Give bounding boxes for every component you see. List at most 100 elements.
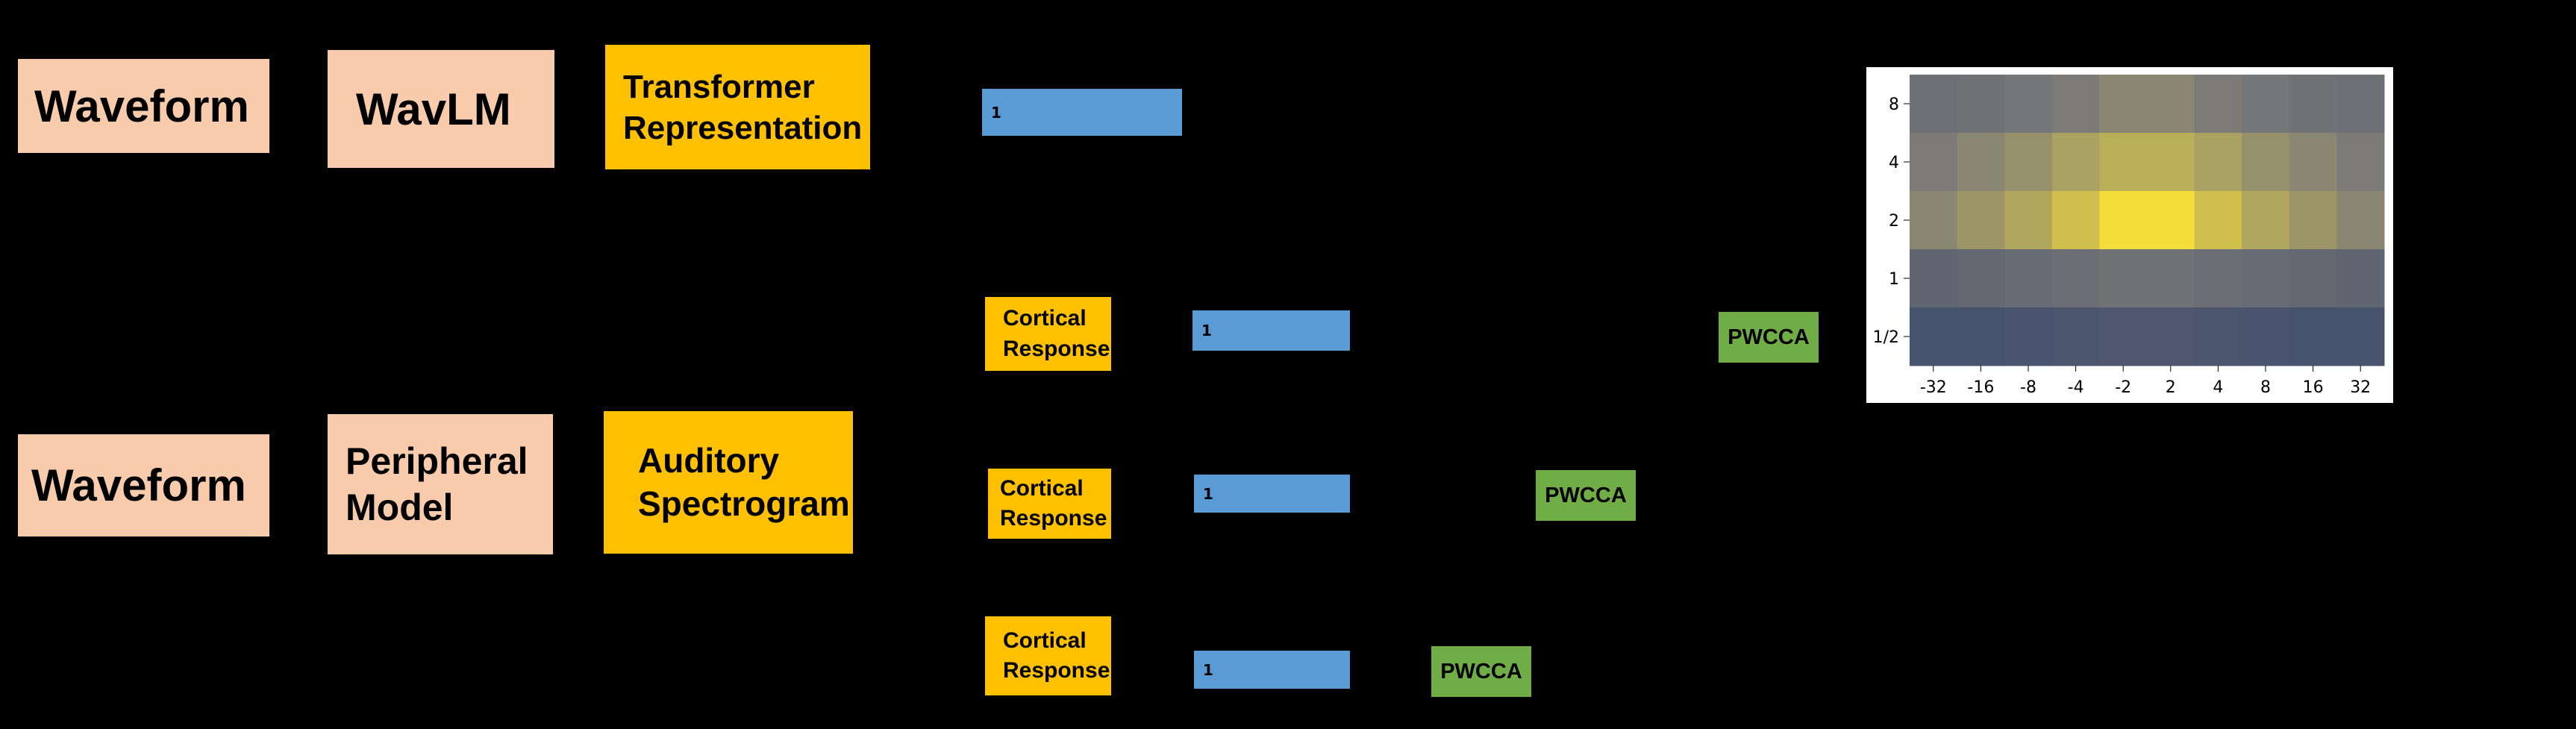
heatmap-cell <box>2147 307 2195 366</box>
heatmap-cell <box>2004 75 2053 134</box>
transformer-label-line2: Representation <box>623 109 863 146</box>
heatmap-cell <box>2336 133 2385 192</box>
heatmap-cell <box>2051 191 2100 250</box>
heatmap-cell <box>2194 133 2242 192</box>
embedding-bar-1: 1 <box>1192 310 1350 351</box>
wavlm-label: WavLM <box>356 84 511 134</box>
cortical-response-box-2: Cortical Response <box>988 469 1111 539</box>
cortical-label-1-line2: Response <box>1003 336 1110 361</box>
heatmap-cell <box>2194 75 2242 134</box>
y-tick-label: 4 <box>1889 154 1899 172</box>
heatmap-cell <box>1957 307 2005 366</box>
heatmap-cell <box>2289 249 2337 308</box>
heatmap-cell <box>1957 191 2005 250</box>
heatmap-cell <box>2004 307 2053 366</box>
heatmap-cell <box>2004 191 2053 250</box>
peripheral-model-box: Peripheral Model <box>328 414 553 554</box>
heatmap-cell <box>2289 307 2337 366</box>
embedding-bar-top-label: 1 <box>991 103 1001 122</box>
heatmap-cell <box>2289 133 2337 192</box>
y-tick-label: 8 <box>1889 96 1899 114</box>
heatmap-cell <box>1957 133 2005 192</box>
heatmap-cell <box>2242 75 2290 134</box>
heatmap-cell <box>2336 75 2385 134</box>
x-tick-label: -16 <box>1967 378 1994 397</box>
heatmap-cell <box>1910 75 1958 134</box>
waveform-box-bottom: Waveform <box>18 434 269 536</box>
peripheral-label-line1: Peripheral <box>346 439 528 482</box>
x-tick-label: 8 <box>2260 378 2271 397</box>
heatmap-cell <box>2099 191 2148 250</box>
heatmap-cell <box>2242 307 2290 366</box>
heatmap-cell <box>2242 191 2290 250</box>
heatmap-cell <box>2289 191 2337 250</box>
waveform-box-top: Waveform <box>18 59 269 153</box>
cortical-response-box-3: Cortical Response <box>985 616 1111 695</box>
heatmap-cell <box>1957 249 2005 308</box>
pwcca-label-1: PWCCA <box>1728 325 1810 349</box>
heatmap-cell <box>2099 307 2148 366</box>
x-tick-label: -4 <box>2068 378 2084 397</box>
peripheral-label-line2: Model <box>346 486 454 528</box>
transformer-label-line1: Transformer <box>623 68 815 105</box>
heatmap-cell <box>2336 307 2385 366</box>
heatmap-cell <box>2051 249 2100 308</box>
heatmap-cell <box>2194 191 2242 250</box>
transformer-representation-box: Transformer Representation <box>605 45 870 169</box>
heatmap-cell <box>2099 133 2148 192</box>
wavlm-box: WavLM <box>328 50 554 168</box>
heatmap-cell <box>2051 307 2100 366</box>
heatmap-cell <box>2099 75 2148 134</box>
heatmap-cell <box>1910 133 1958 192</box>
y-tick-label: 1/2 <box>1873 328 1899 347</box>
heatmap-cell <box>1910 191 1958 250</box>
cortical-label-3-line2: Response <box>1003 658 1110 683</box>
waveform-label-top: Waveform <box>34 81 249 131</box>
x-tick-label: -8 <box>2020 378 2036 397</box>
heatmap-cell <box>2147 133 2195 192</box>
embedding-bar-3: 1 <box>1194 651 1350 689</box>
heatmap-cell <box>2004 249 2053 308</box>
heatmap-cell <box>2242 249 2290 308</box>
heatmap-cell <box>2194 249 2242 308</box>
embedding-bar-2: 1 <box>1194 475 1350 513</box>
heatmap-cell <box>2194 307 2242 366</box>
heatmap-cell <box>2147 75 2195 134</box>
pwcca-box-2: PWCCA <box>1536 470 1636 521</box>
heatmap-cell <box>2099 249 2148 308</box>
heatmap-cell <box>2051 75 2100 134</box>
embedding-bar-1-label: 1 <box>1201 322 1212 340</box>
y-tick-label: 1 <box>1889 270 1899 289</box>
waveform-label-bottom: Waveform <box>31 460 246 510</box>
heatmap-cell <box>1910 249 1958 308</box>
cortical-label-2-line2: Response <box>1000 506 1107 531</box>
embedding-bar-3-label: 1 <box>1203 660 1213 679</box>
heatmap-cell <box>1957 75 2005 134</box>
cortical-label-2-line1: Cortical <box>1000 475 1084 501</box>
cortical-label-3-line1: Cortical <box>1003 628 1087 653</box>
heatmap-cell <box>2051 133 2100 192</box>
spectrogram-label-line1: Auditory <box>638 441 780 480</box>
pwcca-label-3: PWCCA <box>1440 659 1522 683</box>
heatmap-cell <box>2147 191 2195 250</box>
embedding-bar-top: 1 <box>982 89 1182 136</box>
auditory-spectrogram-box: Auditory Spectrogram <box>604 411 853 554</box>
x-tick-label: 16 <box>2303 378 2324 397</box>
heatmap-cell <box>2289 75 2337 134</box>
pwcca-box-1: PWCCA <box>1719 312 1819 363</box>
cortical-response-box-1: Cortical Response <box>985 297 1111 371</box>
heatmap-cell <box>2336 191 2385 250</box>
cortical-label-1-line1: Cortical <box>1003 306 1087 331</box>
heatmap-cells <box>1910 75 2385 366</box>
x-tick-label: 2 <box>2166 378 2176 397</box>
heatmap-cell <box>2336 249 2385 308</box>
embedding-bar-2-label: 1 <box>1203 484 1213 503</box>
y-tick-label: 2 <box>1889 212 1899 231</box>
heatmap-cell <box>1910 307 1958 366</box>
pwcca-box-3: PWCCA <box>1431 646 1531 697</box>
heatmap-cell <box>2147 249 2195 308</box>
x-tick-label: 4 <box>2213 378 2223 397</box>
x-tick-label: -32 <box>1920 378 1947 397</box>
